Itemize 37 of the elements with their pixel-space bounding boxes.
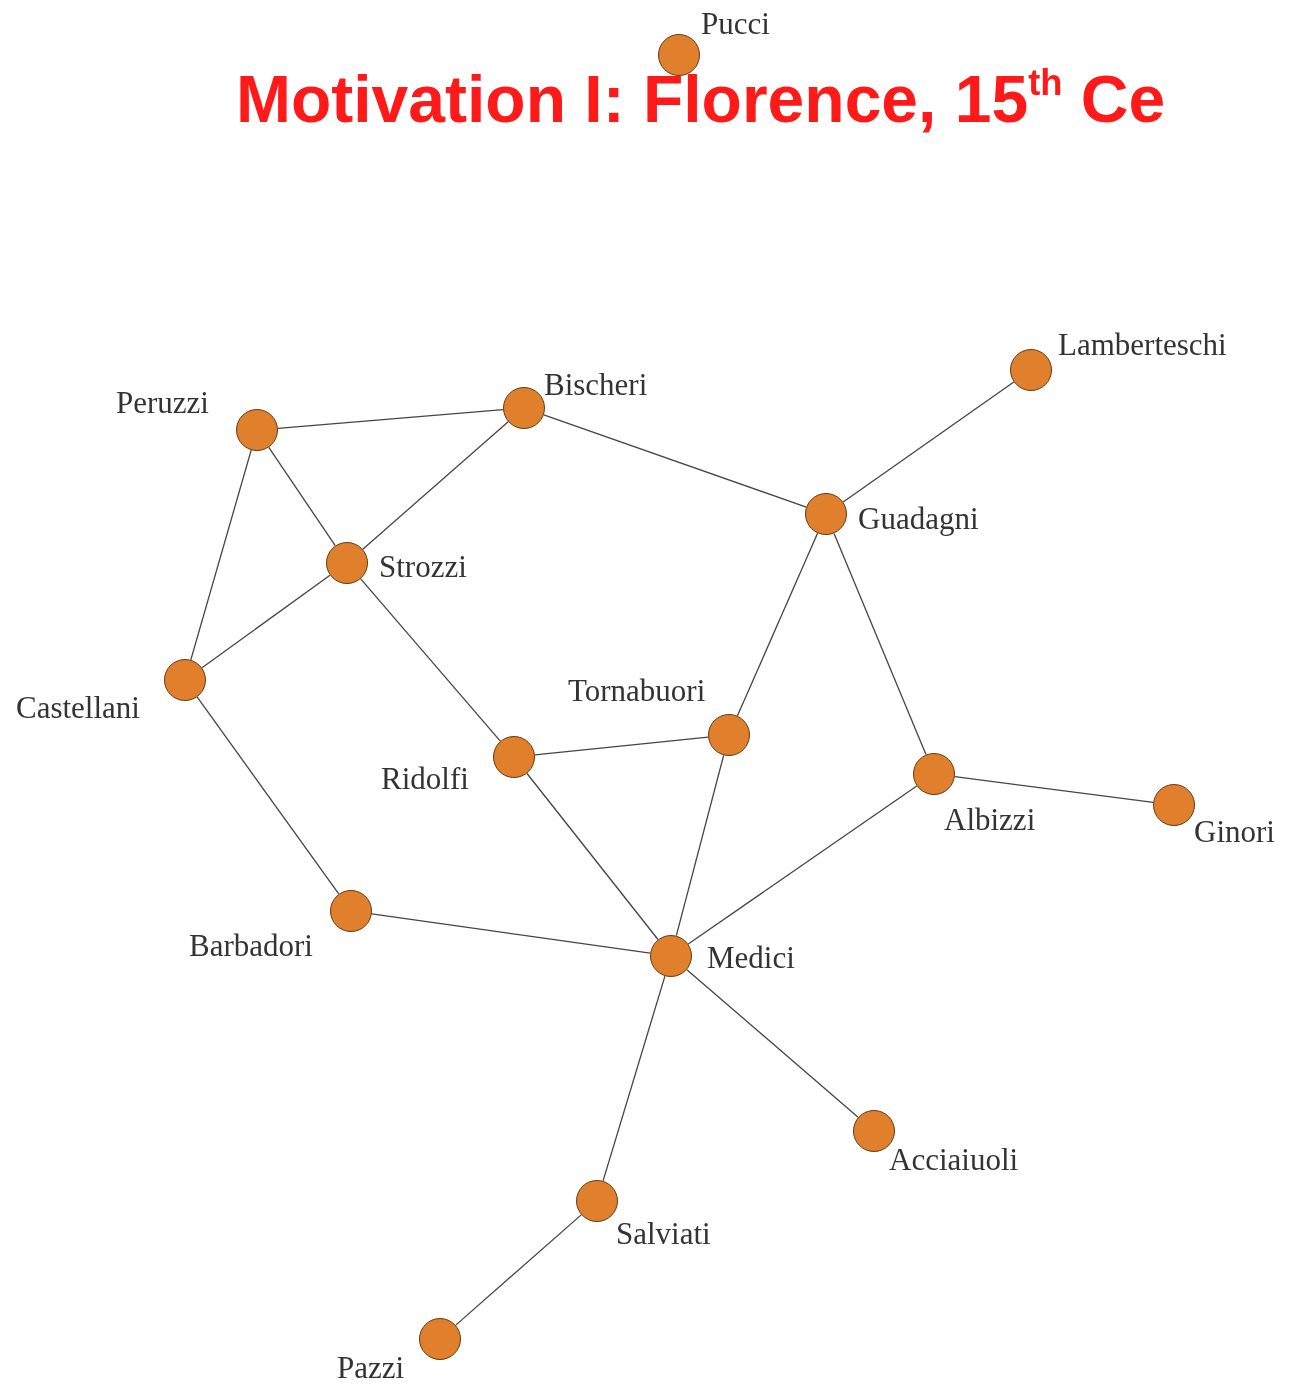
connector-line	[268, 446, 336, 547]
node-label: Guadagni	[858, 502, 979, 534]
connector-line	[954, 776, 1154, 803]
title: Motivation I: Florence, 15$^{th}$ Ce	[236, 66, 1166, 132]
node-label: Strozzi	[379, 550, 467, 582]
connector-line	[602, 975, 666, 1182]
node-label: Pucci	[701, 7, 770, 39]
node-label: Tornabuori	[568, 674, 706, 706]
node-label: Bischeri	[544, 368, 648, 400]
connector-line	[736, 532, 819, 717]
connector-line	[842, 381, 1015, 503]
connector-line	[675, 754, 725, 937]
node-label: Castellani	[16, 691, 140, 723]
connector-line	[687, 785, 918, 945]
connector-line	[543, 414, 807, 508]
connector-line	[360, 578, 501, 742]
node-label: Lamberteschi	[1058, 328, 1227, 360]
connector-line	[190, 449, 252, 661]
node-label: Salviati	[616, 1217, 711, 1249]
node-label: Medici	[707, 941, 795, 973]
connector-line	[455, 1214, 582, 1326]
node-label: Ginori	[1194, 815, 1275, 847]
connector-line	[362, 421, 509, 550]
connector-line	[526, 772, 659, 941]
node-label: Albizzi	[944, 803, 1036, 835]
connector-line	[534, 736, 709, 756]
node-label: Pazzi	[337, 1351, 405, 1383]
connector-line	[277, 409, 504, 429]
connector-line	[371, 913, 651, 954]
connector-line	[201, 574, 331, 669]
connector-line	[833, 532, 927, 756]
connector-line	[686, 969, 859, 1118]
connector-line	[196, 696, 340, 895]
node-label: Barbadori	[189, 929, 313, 961]
node-label: Ridolfi	[381, 762, 469, 794]
node-label: Peruzzi	[116, 386, 209, 418]
node-label: Acciaiuoli	[889, 1143, 1019, 1175]
